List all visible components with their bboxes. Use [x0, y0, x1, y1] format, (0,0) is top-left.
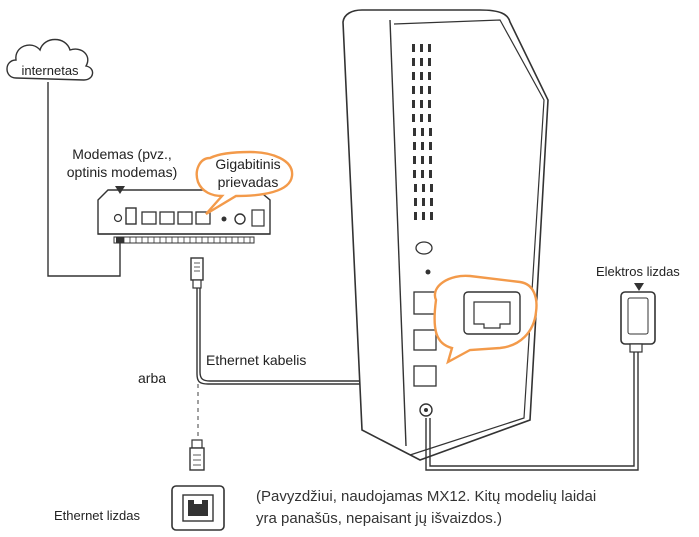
power-arrow-icon [634, 283, 644, 291]
modem-label-line2: optinis modemas) [66, 164, 178, 180]
power-adapter-icon [620, 291, 656, 353]
internet-line [47, 82, 121, 277]
ethernet-cable [196, 288, 370, 385]
ethernet-cable-label: Ethernet kabelis [206, 352, 307, 368]
internet-label: internetas [21, 63, 79, 78]
gigabit-port-label-line1: Gigabitinis [215, 156, 281, 172]
modem-arrow-icon [115, 186, 125, 194]
or-label: arba [138, 370, 167, 386]
internet-cloud-icon [6, 38, 94, 81]
ethernet-plug-jack-icon [189, 439, 205, 471]
ethernet-plug-modem-icon [190, 257, 204, 289]
ethernet-wall-jack-icon [171, 485, 225, 531]
modem-label-line1: Modemas (pvz., [72, 146, 172, 162]
gigabit-callout [195, 150, 294, 216]
gigabit-port-label-line2: prievadas [217, 174, 279, 190]
power-outlet-label: Elektros lizdas [596, 264, 680, 279]
modem-icon [97, 189, 271, 244]
router-mx12-icon [342, 9, 549, 461]
caption-line1: (Pavyzdžiui, naudojamas MX12. Kitų model… [256, 488, 597, 505]
power-cable [425, 352, 639, 471]
ethernet-jack-label: Ethernet lizdas [54, 508, 140, 523]
wan-port-callout [433, 274, 538, 365]
caption-line2: yra panašūs, nepaisant jų išvaizdos.) [256, 510, 502, 527]
